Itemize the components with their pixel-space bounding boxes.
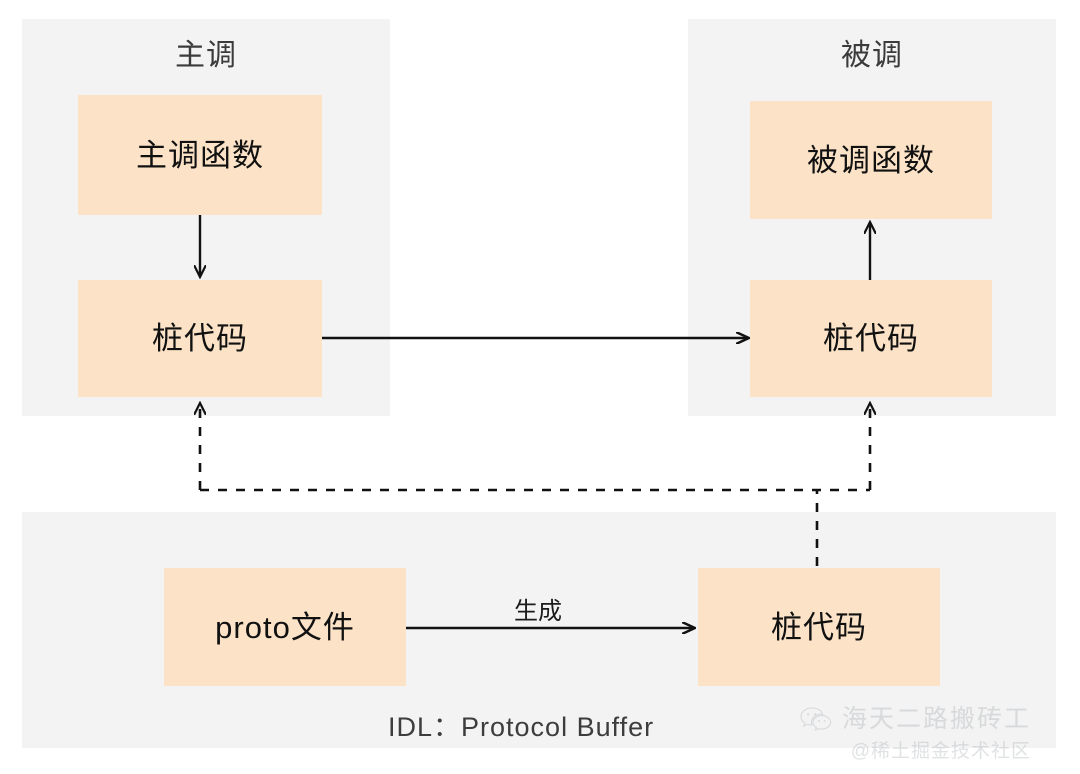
- watermark-community: @稀土掘金技术社区: [850, 741, 1032, 762]
- node-generated-stub-label: 桩代码: [771, 609, 867, 645]
- node-generated-stub[interactable]: 桩代码: [698, 568, 940, 686]
- node-caller-function[interactable]: 主调函数: [78, 95, 322, 215]
- node-proto-file-label: proto文件: [215, 609, 355, 645]
- panel-callee-title: 被调: [841, 39, 903, 72]
- edge-label-generate: 生成: [514, 598, 562, 625]
- node-callee-stub-label: 桩代码: [823, 321, 919, 356]
- idl-caption: IDL：Protocol Buffer: [388, 712, 655, 742]
- node-caller-stub-label: 桩代码: [152, 321, 248, 356]
- node-proto-file[interactable]: proto文件: [164, 568, 406, 686]
- watermark-account-name: 海天二路搬砖工: [842, 704, 1032, 733]
- node-callee-stub[interactable]: 桩代码: [750, 280, 992, 397]
- node-caller-function-label: 主调函数: [136, 137, 264, 173]
- panel-caller-title: 主调: [175, 39, 237, 72]
- wechat-icon-glyph: [800, 707, 832, 732]
- node-callee-function-label: 被调函数: [807, 142, 935, 178]
- node-caller-stub[interactable]: 桩代码: [78, 280, 322, 397]
- wechat-icon: [800, 706, 834, 732]
- watermark: 海天二路搬砖工 @稀土掘金技术社区: [800, 706, 1031, 761]
- node-callee-function[interactable]: 被调函数: [750, 101, 992, 219]
